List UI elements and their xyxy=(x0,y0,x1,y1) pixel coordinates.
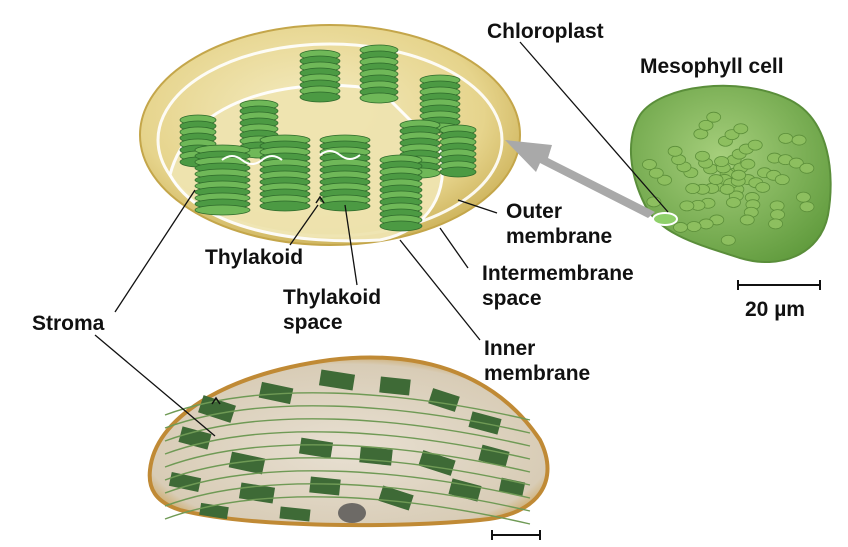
label-outer-membrane-line1: Outer xyxy=(506,200,563,223)
leader-thylakoid-space xyxy=(344,204,358,286)
leader-stroma-upper xyxy=(114,189,196,313)
grana-front xyxy=(194,134,423,232)
micrograph-granum xyxy=(198,395,236,423)
cell-chloroplast-dot xyxy=(698,119,714,131)
micrograph-granum xyxy=(379,376,411,396)
cell-chloroplast-dot xyxy=(719,183,735,195)
thylakoid-space-ribbon-2 xyxy=(319,150,361,160)
label-stroma: Stroma xyxy=(32,312,105,335)
micrograph-granum xyxy=(178,426,212,450)
micrograph-lamella xyxy=(164,431,531,460)
label-thylakoid-space-line2: space xyxy=(283,311,343,334)
micrograph-lamella xyxy=(164,418,531,447)
label-mesophyll-cell: Mesophyll cell xyxy=(640,55,784,78)
cell-chloroplast-dot xyxy=(714,156,729,167)
granum-front-0 xyxy=(194,144,251,216)
thylakoid-pointer-notch xyxy=(315,195,325,204)
leader-chloroplast xyxy=(519,41,669,213)
cell-chloroplast-dot xyxy=(642,159,657,170)
cell-chloroplast-dot xyxy=(726,197,741,208)
granum-back-0 xyxy=(299,49,341,103)
micrograph-granum xyxy=(309,476,341,496)
chloroplast-3d-model xyxy=(139,24,521,246)
micrograph-granum xyxy=(318,369,356,391)
micrograph-granum xyxy=(258,381,294,405)
mesophyll-cell xyxy=(629,84,832,263)
micrograph-granum xyxy=(168,472,202,492)
micrograph-granum xyxy=(359,446,393,466)
cell-chloroplast-dot xyxy=(755,181,771,193)
cell-chloroplast-dot xyxy=(708,174,724,185)
cell-chloroplast-dot xyxy=(740,158,756,170)
micrograph-granum xyxy=(428,388,460,412)
electron-micrograph xyxy=(147,355,550,528)
micrograph-granum xyxy=(378,485,414,511)
leader-outer-membrane xyxy=(457,199,498,214)
label-scale-bar: 20 µm xyxy=(745,298,805,321)
cell-chloroplast-dot xyxy=(788,157,804,169)
granum-front-2 xyxy=(319,134,371,212)
cell-chloroplast-dot xyxy=(731,169,746,181)
granum-front-3 xyxy=(379,154,423,232)
leader-inner-membrane xyxy=(399,239,481,341)
cell-chloroplast-dot xyxy=(774,174,790,186)
granum-back-1 xyxy=(359,44,399,104)
label-intermembrane-line1: Intermembrane xyxy=(482,262,634,285)
cell-chloroplasts xyxy=(642,111,815,246)
cell-chloroplast-dot xyxy=(720,234,736,246)
cell-chloroplast-dot xyxy=(685,183,701,194)
scale-bar-cell xyxy=(737,280,821,290)
label-thylakoid: Thylakoid xyxy=(205,246,304,269)
cell-chloroplast-dot xyxy=(791,134,807,146)
micrograph-granum xyxy=(279,506,311,522)
label-inner-membrane-line1: Inner xyxy=(484,337,536,360)
zoom-arrow xyxy=(505,140,655,218)
cell-chloroplast-dot xyxy=(768,218,783,230)
cell-chloroplast-dot xyxy=(667,145,683,157)
cell-chloroplast-dot xyxy=(747,139,763,151)
micrograph-lamella xyxy=(164,392,531,421)
leader-intermembrane xyxy=(439,227,469,269)
micrograph-granum xyxy=(298,437,334,459)
thylakoid-space-ribbon xyxy=(221,155,283,165)
label-thylakoid-space-line1: Thylakoid xyxy=(283,286,382,309)
cell-chloroplast-dot xyxy=(799,162,815,174)
micrograph-lamella xyxy=(164,470,531,499)
cell-chloroplast-dot xyxy=(778,133,794,144)
micrograph-grana xyxy=(164,369,531,525)
cell-chloroplast-dot xyxy=(673,222,688,233)
cell-chloroplast-dot xyxy=(799,201,815,213)
cell-chloroplast-dot xyxy=(739,214,755,226)
cell-chloroplast-dot xyxy=(796,191,811,203)
granum-back-6 xyxy=(439,124,477,178)
cell-chloroplast-dot xyxy=(695,150,710,162)
leader-thylakoid xyxy=(289,204,319,246)
cell-chloroplast-dot xyxy=(733,123,749,135)
leader-stroma-lower xyxy=(94,334,216,437)
micrograph-lamella xyxy=(164,496,531,525)
cell-chloroplast-dot xyxy=(706,111,722,123)
cell-chloroplast-dot xyxy=(679,200,695,212)
micrograph-lamella xyxy=(164,457,531,486)
scale-bar-micrograph xyxy=(491,530,541,540)
label-chloroplast: Chloroplast xyxy=(487,20,604,43)
cell-chloroplast-dot xyxy=(648,167,664,179)
micrograph-lamella xyxy=(164,405,531,434)
label-outer-membrane-line2: membrane xyxy=(506,225,613,248)
label-inner-membrane-line2: membrane xyxy=(484,362,591,385)
granum-front-1 xyxy=(259,134,311,212)
cell-chloroplast-dot xyxy=(686,221,702,232)
micrograph-granum xyxy=(228,451,266,475)
leader-lines xyxy=(94,41,669,437)
starch-grain xyxy=(338,503,366,523)
cell-chloroplast-dot xyxy=(770,209,785,221)
highlighted-chloroplast xyxy=(652,212,678,226)
cell-chloroplast-dot xyxy=(657,174,673,186)
micrograph-lamella xyxy=(164,444,531,473)
micrograph-pointer-notch xyxy=(211,396,221,405)
label-intermembrane-line2: space xyxy=(482,287,542,310)
micrograph-lamella xyxy=(164,483,531,512)
